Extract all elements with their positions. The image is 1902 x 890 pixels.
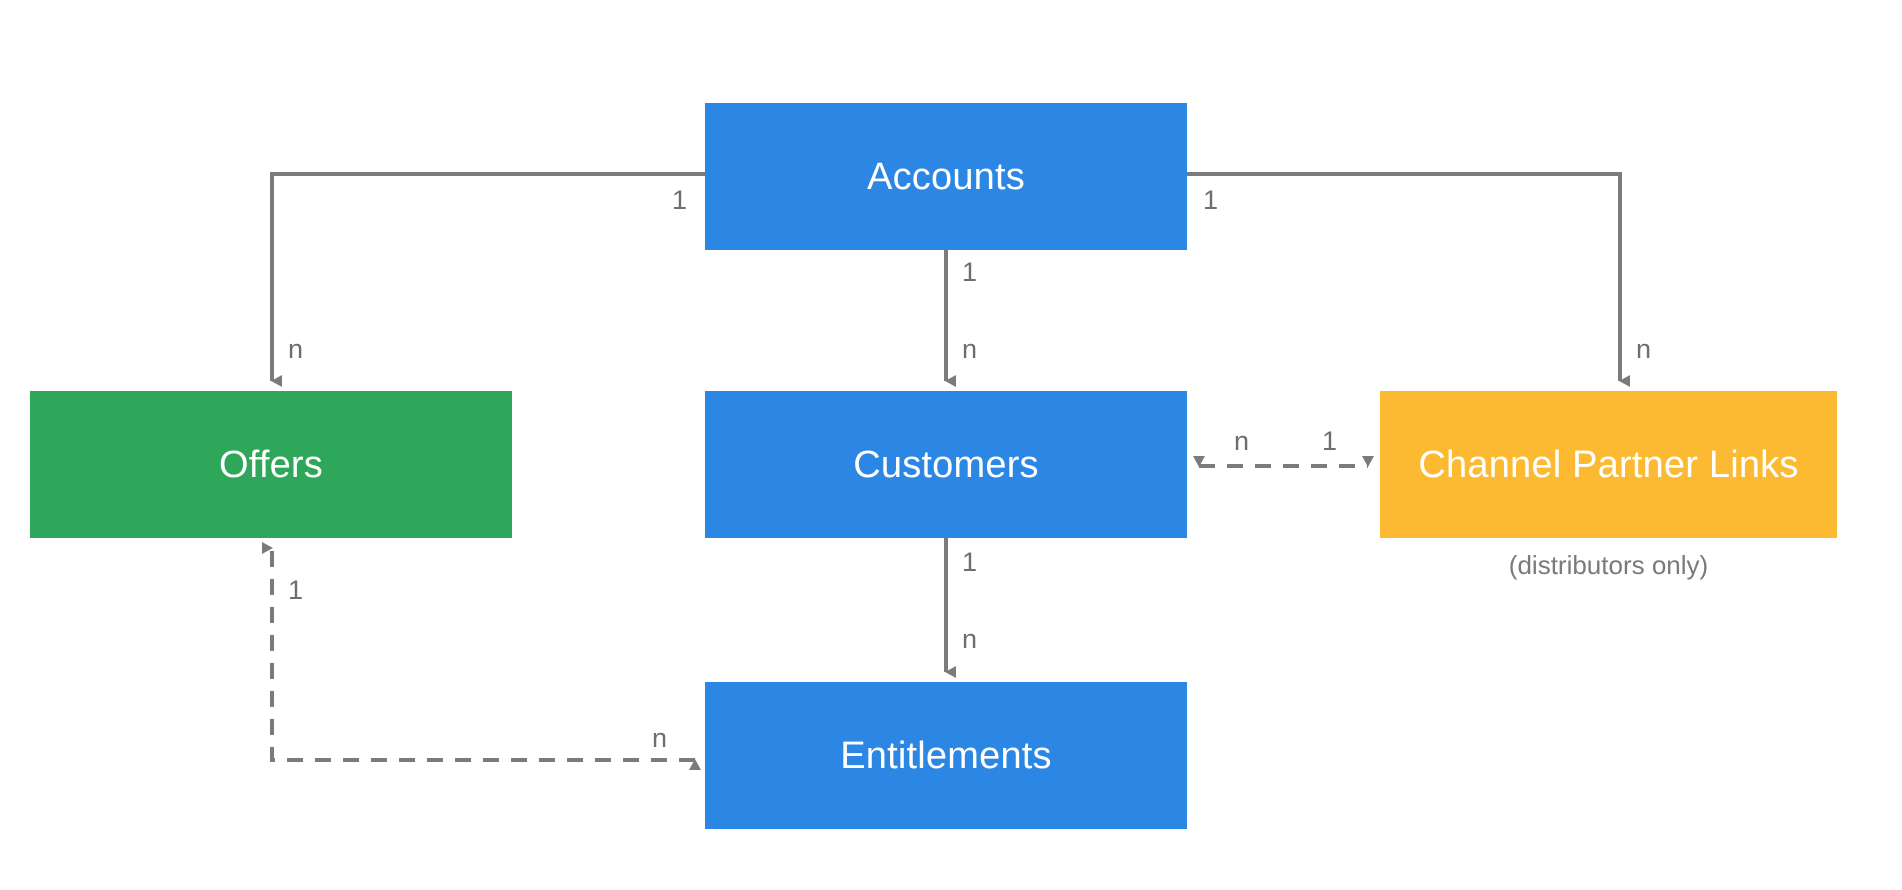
node-customers[interactable]: Customers: [705, 391, 1187, 538]
node-offers-label: Offers: [219, 443, 323, 486]
edge-label-customers-entitlements-n: n: [962, 624, 978, 654]
edge-label-offers-entitlements-n: n: [652, 723, 668, 753]
edge-label-cpl-customers-one: 1: [1322, 426, 1338, 456]
node-entitlements[interactable]: Entitlements: [705, 682, 1187, 829]
edge-label-accounts-cpl-one: 1: [1203, 185, 1219, 215]
edge-accounts-channel-partner-links: [1187, 172, 1630, 387]
edge-label-offers-entitlements-one: 1: [288, 575, 304, 605]
node-channel-partner-links-caption: (distributors only): [1508, 550, 1709, 580]
edge-offers-entitlements: [262, 542, 701, 770]
node-customers-label: Customers: [853, 443, 1039, 486]
node-channel-partner-links[interactable]: Channel Partner Links: [1380, 391, 1837, 538]
edge-label-customers-cpl-n: n: [1234, 426, 1250, 456]
edge-accounts-offers: [270, 172, 705, 387]
edge-label-accounts-customers-n: n: [962, 334, 978, 364]
edge-label-accounts-cpl-n: n: [1636, 334, 1652, 364]
node-entitlements-label: Entitlements: [840, 734, 1052, 777]
node-offers[interactable]: Offers: [30, 391, 512, 538]
edge-label-accounts-customers-one: 1: [962, 257, 978, 287]
node-accounts[interactable]: Accounts: [705, 103, 1187, 250]
edge-label-customers-entitlements-one: 1: [962, 547, 978, 577]
edge-label-accounts-offers-n: n: [288, 334, 304, 364]
node-accounts-label: Accounts: [867, 155, 1025, 198]
node-channel-partner-links-label: Channel Partner Links: [1418, 443, 1799, 486]
edge-label-accounts-offers-one: 1: [672, 185, 688, 215]
